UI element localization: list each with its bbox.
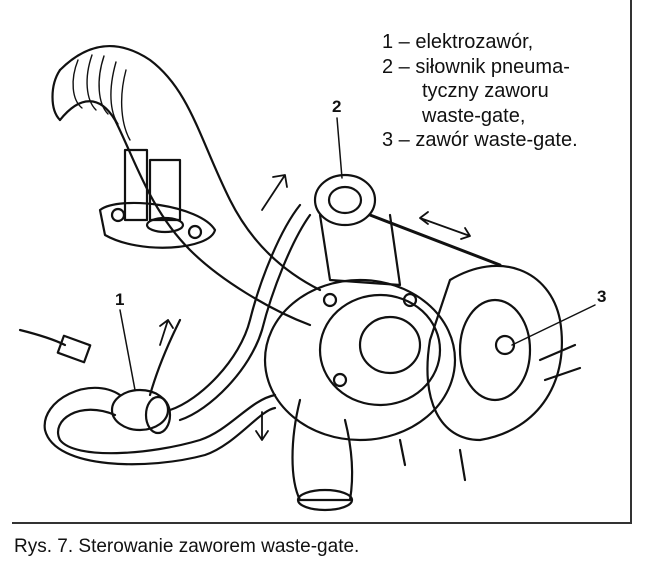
leader-line-3 bbox=[511, 304, 596, 346]
leader-line-2 bbox=[336, 117, 343, 179]
legend-item-3: 3 – zawór waste-gate. bbox=[382, 129, 578, 151]
callout-3: 3 bbox=[597, 287, 607, 306]
intake-pipe bbox=[51, 44, 322, 327]
figure-caption: Rys. 7. Sterowanie zaworem waste-gate. bbox=[14, 536, 360, 557]
turbo-housing bbox=[263, 278, 457, 512]
wastegate-flange bbox=[398, 264, 582, 482]
legend-item-1: 1 – elektrozawór, bbox=[382, 31, 534, 53]
leader-line-1 bbox=[119, 309, 136, 391]
legend: 1 – elektrozawór, 2 – siłownik pneuma- t… bbox=[382, 30, 578, 153]
legend-item-2-cont2: waste-gate, bbox=[422, 104, 526, 127]
pneumatic-actuator bbox=[313, 173, 502, 287]
legend-item-2: 2 – siłownik pneuma- bbox=[382, 55, 570, 78]
legend-item-2-cont: tyczny zaworu bbox=[422, 80, 549, 102]
callout-1: 1 bbox=[115, 290, 125, 309]
callout-2: 2 bbox=[332, 97, 342, 116]
flange bbox=[98, 148, 217, 249]
solenoid-valve bbox=[18, 328, 172, 435]
figure-frame bbox=[12, 0, 632, 524]
vacuum-hoses bbox=[43, 174, 312, 466]
turbocharger-wastegate-drawing bbox=[18, 44, 596, 512]
